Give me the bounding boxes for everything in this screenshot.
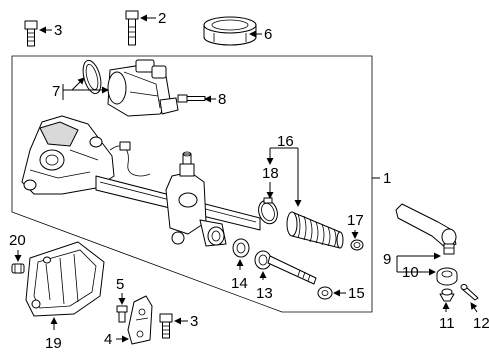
callout-19: 19 bbox=[45, 335, 62, 352]
bolt-part-5 bbox=[116, 305, 128, 323]
callout-16: 16 bbox=[277, 133, 294, 150]
tie-rod-part-13 bbox=[254, 250, 317, 285]
seal-part-6 bbox=[203, 16, 257, 46]
callout-15: 15 bbox=[348, 285, 365, 302]
callout-18: 18 bbox=[262, 165, 279, 182]
callout-9: 9 bbox=[383, 251, 391, 268]
callout-20: 20 bbox=[9, 232, 26, 249]
callout-2: 2 bbox=[158, 10, 166, 27]
steering-gear-housing-part-1 bbox=[21, 115, 261, 247]
bolt-part-3-top bbox=[24, 20, 38, 47]
bellows-boot-part-16 bbox=[286, 211, 344, 249]
callout-5: 5 bbox=[116, 276, 124, 293]
clip-part-17 bbox=[350, 239, 364, 251]
assembly-boundary bbox=[11, 55, 373, 313]
callout-11: 11 bbox=[439, 315, 455, 332]
callout-4: 4 bbox=[104, 331, 112, 348]
cotter-pin-part-12 bbox=[460, 284, 479, 301]
callout-17: 17 bbox=[347, 212, 364, 229]
nut-part-10 bbox=[436, 267, 458, 286]
cap-part-11 bbox=[439, 288, 455, 302]
callout-6: 6 bbox=[264, 26, 272, 43]
callout-12: 12 bbox=[473, 315, 489, 332]
bolt-part-3-bottom bbox=[159, 313, 173, 339]
callout-7: 7 bbox=[52, 83, 60, 100]
clamp-part-18 bbox=[258, 197, 278, 225]
callout-14: 14 bbox=[231, 275, 248, 292]
leader-12 bbox=[470, 302, 478, 313]
tie-rod-end-part-9 bbox=[395, 203, 457, 255]
ring-part-14 bbox=[232, 238, 250, 258]
callout-10: 10 bbox=[402, 264, 419, 281]
callout-1: 1 bbox=[383, 170, 391, 187]
callout-3-top: 3 bbox=[54, 22, 62, 39]
motor-assembly-part-7 bbox=[107, 59, 179, 117]
leader-7-oring bbox=[71, 77, 85, 91]
heat-shield-part-19 bbox=[25, 241, 105, 317]
bracket-part-4 bbox=[127, 295, 153, 345]
callout-8: 8 bbox=[218, 91, 226, 108]
clip-part-20 bbox=[11, 263, 25, 274]
callout-13: 13 bbox=[256, 285, 273, 302]
washer-part-15 bbox=[317, 286, 333, 300]
bolt-part-2 bbox=[125, 10, 139, 46]
callout-3-bottom: 3 bbox=[190, 313, 198, 330]
bolt-part-8 bbox=[177, 94, 206, 103]
